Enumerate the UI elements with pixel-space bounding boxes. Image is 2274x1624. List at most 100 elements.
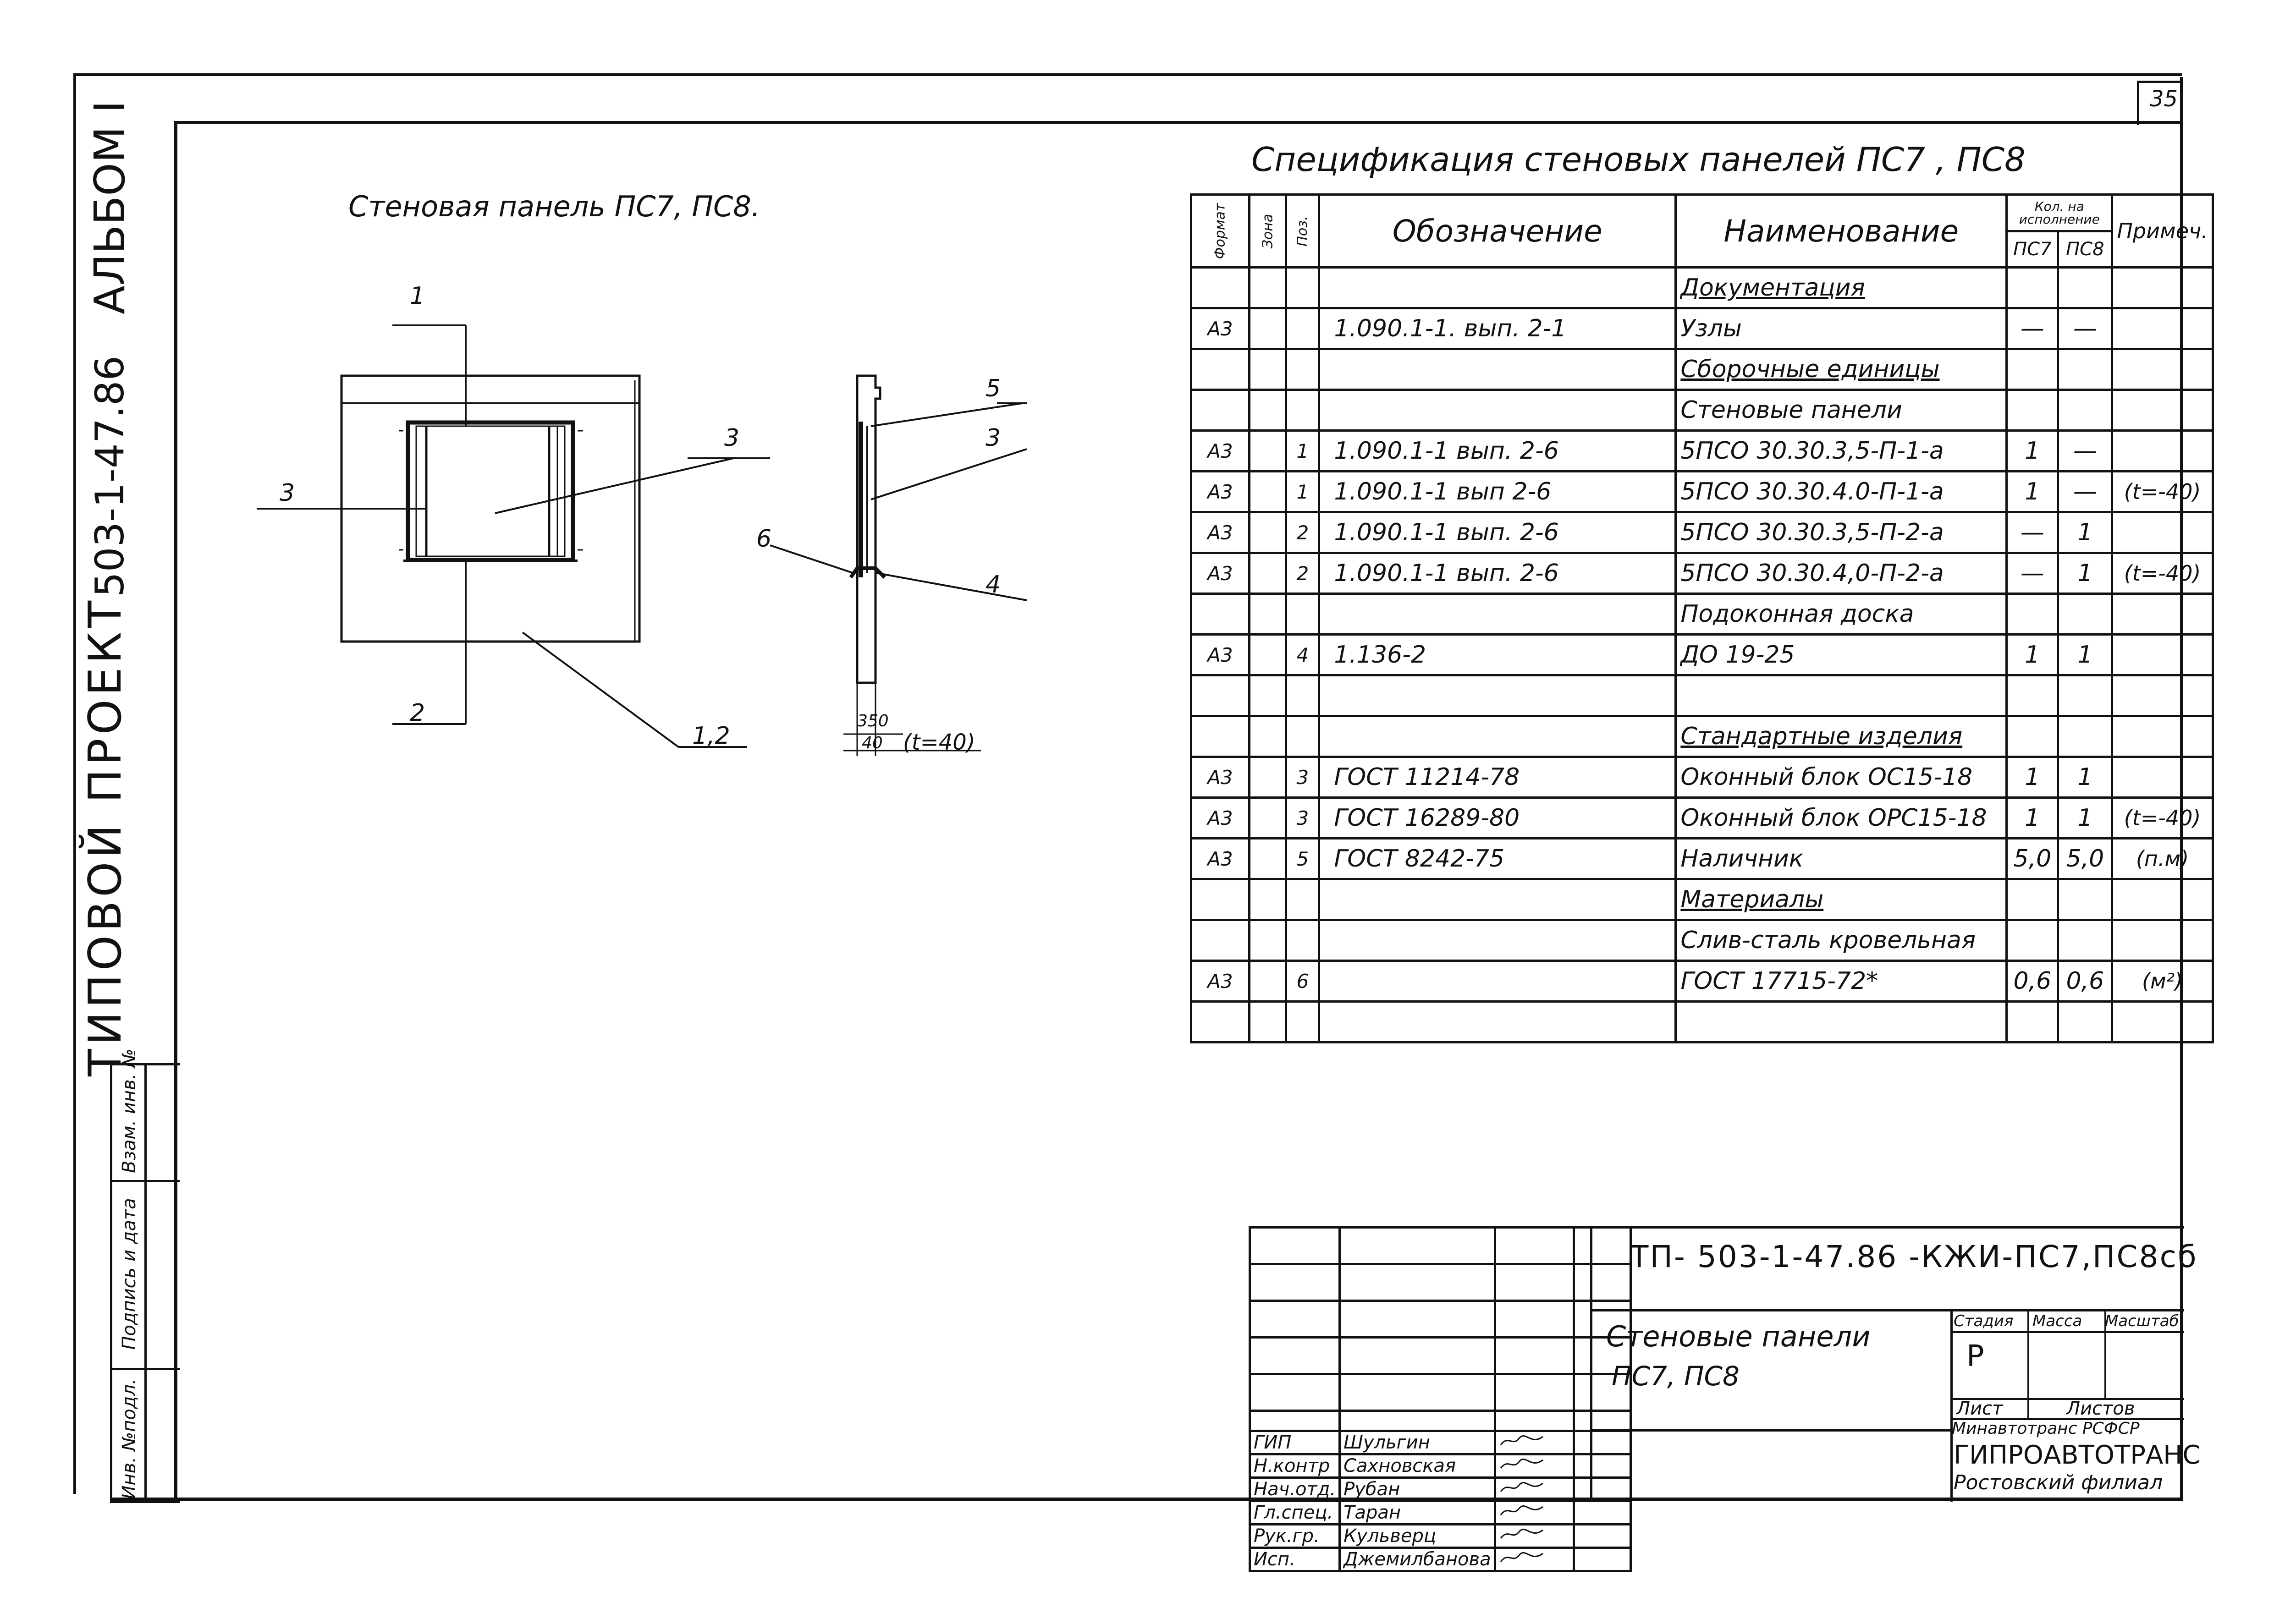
stamp-name: Джемилбанова [1338, 1547, 1496, 1572]
spec-cell-designation [1318, 960, 1677, 1003]
spec-cell-qty-pc8 [2057, 715, 2114, 758]
stamp-cell [1493, 1336, 1575, 1375]
spec-cell-pos: 1 [1285, 470, 1321, 513]
sheet-left-edge [73, 73, 76, 1494]
side-title-label: ТИПОВОЙ ПРОЕКТ [79, 597, 132, 1076]
stamp-role: Н.контр [1248, 1453, 1341, 1479]
dimension-350: 350 [857, 712, 889, 730]
stamp-date [1572, 1500, 1632, 1525]
spec-cell-zone [1248, 470, 1288, 513]
stamp-date [1572, 1523, 1632, 1549]
spec-cell-note [2111, 919, 2214, 962]
callout-1: 1 [410, 282, 425, 310]
spec-cell-qty-pc8 [2057, 1000, 2114, 1043]
sheets-label: Листов [2066, 1398, 2135, 1419]
callout-4: 4 [986, 571, 1001, 598]
spec-cell-designation [1318, 1000, 1677, 1043]
callout-6: 6 [756, 525, 772, 553]
spec-cell-designation: 1.090.1-1 вып. 2-6 [1318, 429, 1677, 472]
spec-cell-zone [1248, 389, 1288, 432]
stamp-cell [1338, 1226, 1496, 1265]
spec-cell-pos [1285, 389, 1321, 432]
stamp-role: ГИП [1248, 1430, 1341, 1455]
header-zone: Зона [1248, 193, 1288, 269]
spec-cell-name: Материалы [1674, 878, 2008, 921]
spec-cell-qty-pc7: — [2005, 307, 2059, 350]
spec-cell-name: ГОСТ 17715-72* [1674, 960, 2008, 1003]
document-code: ТП- 503-1-47.86 -КЖИ-ПС7,ПС8сб [1630, 1239, 2198, 1274]
stamp-row: Нач.отд.Рубан [1248, 1476, 1632, 1502]
spec-cell-designation: ГОСТ 8242-75 [1318, 837, 1677, 880]
scale-label: Масштаб [2105, 1312, 2179, 1330]
stamp-name: Сахновская [1338, 1453, 1496, 1479]
spec-cell-designation [1318, 674, 1677, 717]
stamp-signature [1493, 1453, 1575, 1479]
spec-cell-pos [1285, 715, 1321, 758]
stamp-cell [1248, 1336, 1341, 1375]
spec-cell-format: А3 [1190, 960, 1250, 1003]
spec-cell-qty-pc7: 1 [2005, 633, 2059, 676]
spec-cell-zone [1248, 796, 1288, 839]
stamp-cell [1493, 1410, 1575, 1432]
spec-cell-note [2111, 674, 2214, 717]
spec-cell-name: Оконный блок ОРС15-18 [1674, 796, 2008, 839]
spec-cell-note [2111, 1000, 2214, 1043]
spec-cell-name [1674, 674, 2008, 717]
stamp-cell [1248, 1226, 1341, 1265]
spec-cell-designation [1318, 919, 1677, 962]
spec-cell-qty-pc7: 1 [2005, 756, 2059, 799]
stamp-signature [1493, 1523, 1575, 1549]
spec-cell-qty-pc8: 0,6 [2057, 960, 2114, 1003]
stamp-cell [1493, 1373, 1575, 1412]
spec-cell-qty-pc7 [2005, 348, 2059, 391]
spec-cell-name: 5ПСО 30.30.4,0-П-2-а [1674, 552, 2008, 595]
stamp-signature [1493, 1500, 1575, 1525]
header-format: Формат [1190, 193, 1250, 269]
spec-cell-pos: 3 [1285, 756, 1321, 799]
stamp-cell [1572, 1300, 1632, 1339]
stamp-role: Гл.спец. [1248, 1500, 1341, 1525]
spec-cell-designation [1318, 593, 1677, 636]
spec-cell-designation [1318, 878, 1677, 921]
table-row [1190, 1000, 2214, 1043]
header-pos: Поз. [1285, 193, 1321, 269]
stamp-signature [1493, 1430, 1575, 1455]
stamp-cell [1572, 1373, 1632, 1412]
spec-cell-format [1190, 674, 1250, 717]
stamp-name: Кульверц [1338, 1523, 1496, 1549]
spec-cell-note [2111, 511, 2214, 554]
spec-cell-note [2111, 307, 2214, 350]
table-row: Подоконная доска [1190, 593, 2214, 636]
spec-cell-pos [1285, 266, 1321, 309]
spec-cell-designation [1318, 348, 1677, 391]
stamp-cell [1338, 1300, 1496, 1339]
panel-section-drawing [770, 374, 1027, 756]
spec-cell-pos [1285, 307, 1321, 350]
panel-elevation-drawing [257, 324, 770, 748]
stamp-row: Исп.Джемилбанова [1248, 1547, 1632, 1572]
stamp-role: Нач.отд. [1248, 1476, 1341, 1502]
spec-cell-qty-pc8: 1 [2057, 511, 2114, 554]
header-name: Наименование [1674, 193, 2008, 269]
spec-cell-designation: 1.136-2 [1318, 633, 1677, 676]
spec-cell-qty-pc7: 1 [2005, 470, 2059, 513]
table-row: Слив-сталь кровельная [1190, 919, 2214, 962]
stamp-role: Исп. [1248, 1547, 1341, 1572]
stamp-cell [1572, 1410, 1632, 1432]
callout-3-center: 3 [724, 424, 740, 452]
spec-cell-qty-pc7 [2005, 266, 2059, 309]
spec-cell-note [2111, 389, 2214, 432]
spec-cell-qty-pc7: — [2005, 552, 2059, 595]
spec-cell-designation [1318, 266, 1677, 309]
stamp-cell [1338, 1410, 1496, 1432]
header-qty-pc7: ПС7 [2005, 230, 2059, 269]
spec-cell-zone [1248, 919, 1288, 962]
spec-cell-qty-pc7 [2005, 919, 2059, 962]
spec-cell-qty-pc8 [2057, 919, 2114, 962]
spec-cell-format [1190, 348, 1250, 391]
